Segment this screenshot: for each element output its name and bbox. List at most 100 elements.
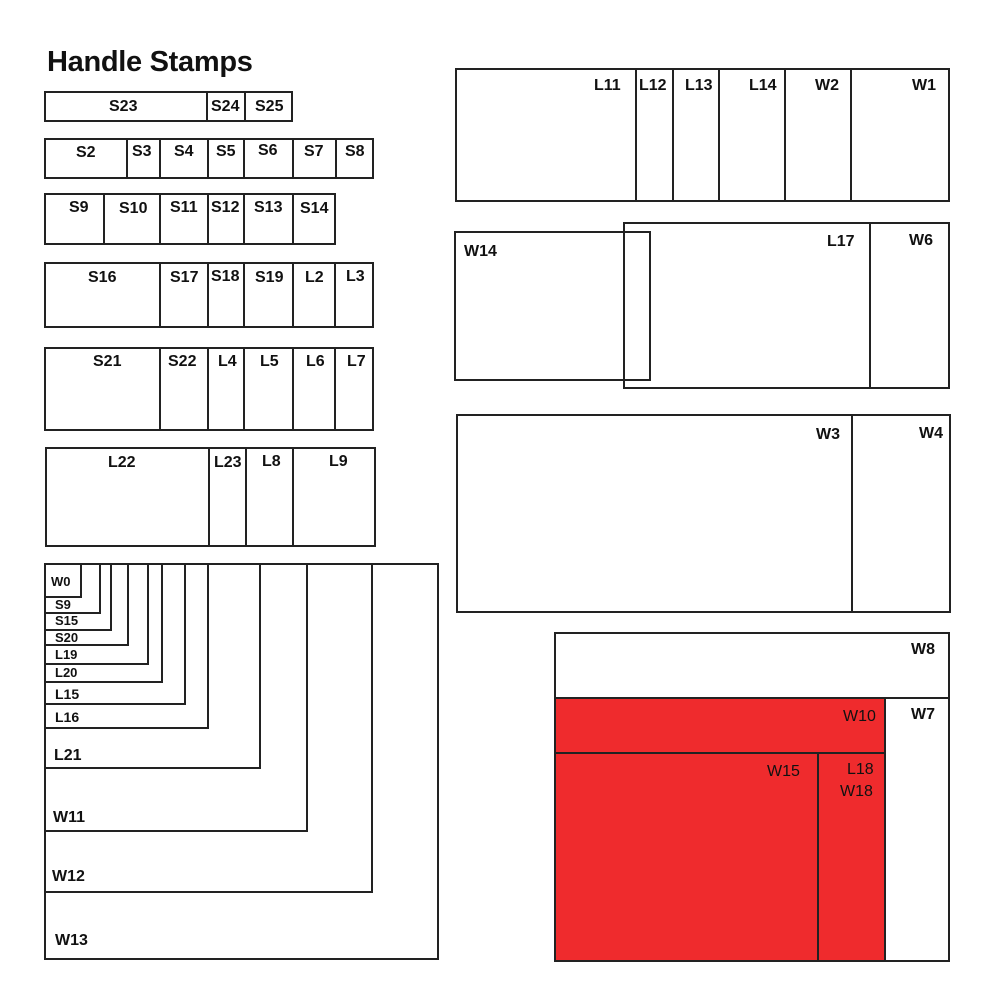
label-L18: L18	[847, 761, 874, 778]
label-S9-nested: S9	[55, 597, 71, 612]
label-L2: L2	[305, 269, 324, 286]
label-S17: S17	[170, 269, 199, 286]
divider	[245, 447, 247, 547]
label-S5: S5	[216, 143, 236, 160]
divider	[159, 347, 161, 431]
label-W11: W11	[53, 809, 86, 826]
divider	[784, 68, 786, 202]
page-title: Handle Stamps	[47, 46, 253, 78]
label-W8: W8	[911, 641, 935, 658]
stamp-L18-W18	[817, 752, 886, 962]
divider	[292, 262, 294, 328]
label-W14: W14	[464, 243, 497, 260]
divider	[292, 347, 294, 431]
divider	[292, 138, 294, 179]
label-W1: W1	[912, 77, 936, 94]
label-S15: S15	[55, 613, 79, 628]
divider	[243, 347, 245, 431]
stamp-W15	[554, 752, 819, 962]
divider	[207, 193, 209, 245]
stamp-row-4	[44, 262, 374, 328]
label-L5: L5	[260, 353, 279, 370]
divider	[292, 193, 294, 245]
stamp-row-3	[44, 193, 336, 245]
label-L6: L6	[306, 353, 325, 370]
label-L11: L11	[594, 77, 621, 94]
divider	[243, 262, 245, 328]
label-W12: W12	[52, 868, 85, 885]
divider	[159, 262, 161, 328]
label-S20: S20	[55, 630, 79, 645]
label-S10: S10	[119, 200, 148, 217]
label-S2: S2	[76, 144, 96, 161]
label-S21: S21	[93, 353, 122, 370]
label-L21: L21	[54, 747, 82, 764]
label-L16: L16	[55, 709, 80, 725]
label-L20: L20	[55, 665, 78, 680]
label-L14: L14	[749, 77, 777, 94]
divider	[159, 193, 161, 245]
divider	[103, 193, 105, 245]
stamp-row-2	[44, 138, 374, 179]
divider	[292, 447, 294, 547]
label-L17: L17	[827, 233, 855, 250]
divider	[334, 347, 336, 431]
stamp-S25	[244, 91, 293, 122]
label-S3: S3	[132, 143, 152, 160]
stamp-W14	[454, 231, 651, 381]
label-W15: W15	[767, 763, 800, 780]
label-S16: S16	[88, 269, 117, 286]
stamp-row-6	[45, 447, 376, 547]
label-S8: S8	[345, 143, 365, 160]
stamp-row-5	[44, 347, 374, 431]
divider	[850, 68, 852, 202]
label-L12: L12	[639, 77, 667, 94]
divider	[869, 222, 871, 389]
label-S24: S24	[211, 98, 240, 115]
label-W6: W6	[909, 232, 933, 249]
label-L4: L4	[218, 353, 237, 370]
stamp-row-right-top	[455, 68, 950, 202]
divider	[851, 414, 853, 613]
label-W4: W4	[919, 425, 943, 442]
divider	[243, 193, 245, 245]
label-S22: S22	[168, 353, 197, 370]
divider	[126, 138, 128, 179]
label-S19: S19	[255, 269, 284, 286]
label-L22: L22	[108, 454, 136, 471]
label-W3: W3	[816, 426, 840, 443]
label-L8: L8	[262, 453, 281, 470]
label-S23: S23	[109, 98, 138, 115]
divider	[207, 347, 209, 431]
label-S13: S13	[254, 199, 283, 216]
divider	[718, 68, 720, 202]
stamp-W3-W4	[456, 414, 951, 613]
label-W0: W0	[51, 574, 71, 589]
divider	[207, 138, 209, 179]
label-W13: W13	[55, 932, 88, 949]
label-L13: L13	[685, 77, 713, 94]
stamp-W10	[554, 697, 886, 754]
divider	[635, 68, 637, 202]
divider	[335, 138, 337, 179]
label-W7: W7	[911, 706, 935, 723]
label-S4: S4	[174, 143, 194, 160]
stamp-L17-W6	[623, 222, 950, 389]
label-L23: L23	[214, 454, 242, 471]
label-S9: S9	[69, 199, 89, 216]
label-S18: S18	[211, 268, 240, 285]
divider	[243, 138, 245, 179]
stamp-W0	[44, 563, 82, 598]
divider	[207, 262, 209, 328]
divider	[672, 68, 674, 202]
label-L9: L9	[329, 453, 348, 470]
label-S11: S11	[170, 199, 198, 216]
label-W10: W10	[843, 708, 876, 725]
label-L7: L7	[347, 353, 366, 370]
divider	[334, 262, 336, 328]
divider	[159, 138, 161, 179]
label-L19: L19	[55, 647, 78, 662]
label-W2: W2	[815, 77, 839, 94]
label-S14: S14	[300, 200, 329, 217]
label-S6: S6	[258, 142, 278, 159]
